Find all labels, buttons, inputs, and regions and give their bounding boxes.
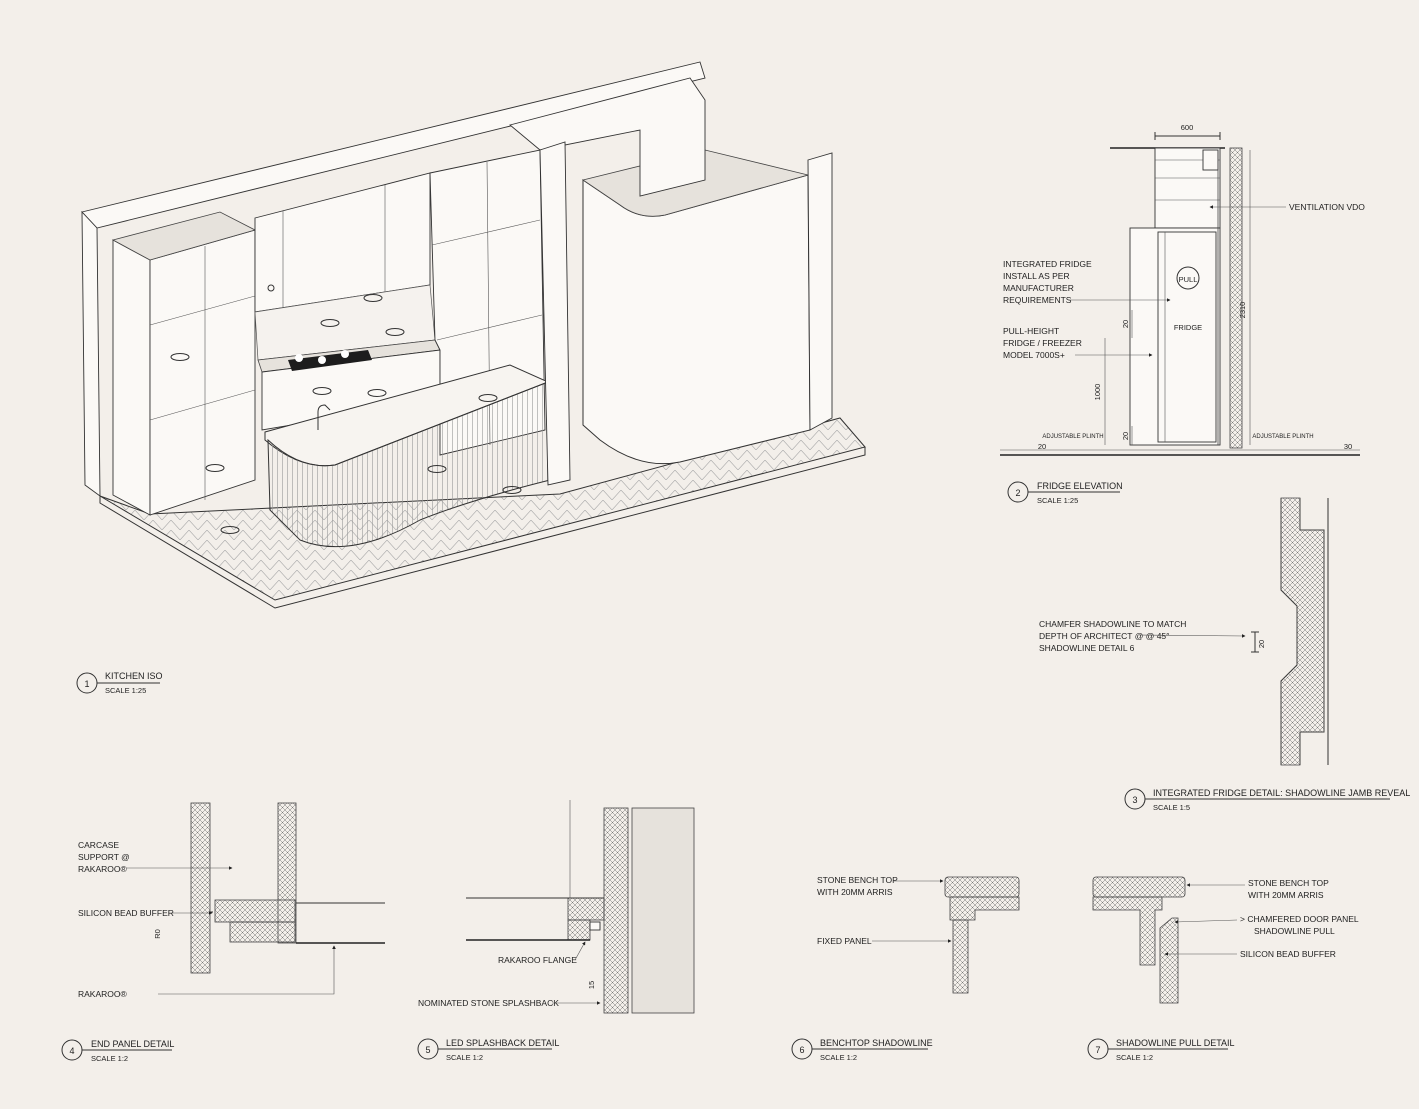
splashback-drawing: RAKAROO FLANGE NOMINATED STONE SPLASHBAC… xyxy=(418,800,695,1014)
end-panel-drawing: CARCASE SUPPORT @ RAKAROO® SILICON BEAD … xyxy=(78,802,385,999)
fridge-integrated-l2-text: INSTALL AS PER xyxy=(1003,271,1070,281)
fridge-dim-1000-text: 1000 xyxy=(1093,384,1102,401)
drawings-d5-scale-text: SCALE 1:2 xyxy=(446,1053,483,1062)
title-block-1: 1 KITCHEN ISO SCALE 1:25 xyxy=(76,671,163,695)
drawings-d1-scale-text: SCALE 1:25 xyxy=(105,686,146,695)
jamb-detail-drawing: 20 CHAMFER SHADOWLINE TO MATCH DEPTH OF … xyxy=(1039,497,1329,766)
iso-right-post xyxy=(807,152,833,431)
fridge-plinth-right-text: ADJUSTABLE PLINTH xyxy=(1252,434,1313,440)
endpanel-carcase-l2-text: SUPPORT @ xyxy=(78,852,130,862)
fridge-pull-l3-text: MODEL 7000S+ xyxy=(1003,350,1065,360)
drawings-d7-title-text: SHADOWLINE PULL DETAIL xyxy=(1116,1038,1235,1048)
shadowline-pull-drawing: STONE BENCH TOP WITH 20MM ARRIS > CHAMFE… xyxy=(1092,876,1359,1004)
drawings-d4-title-text: END PANEL DETAIL xyxy=(91,1039,174,1049)
pull-top-l1-text: STONE BENCH TOP xyxy=(1248,878,1329,888)
fridge-plinth-left-text: ADJUSTABLE PLINTH xyxy=(1042,434,1103,440)
drawings-d5-title-text: LED SPLASHBACK DETAIL xyxy=(446,1038,559,1048)
iso-pantry-front xyxy=(112,239,151,516)
pull-door-l1-text: > CHAMFERED DOOR PANEL xyxy=(1240,914,1359,924)
pull-silicon-text: SILICON BEAD BUFFER xyxy=(1240,949,1336,959)
title-block-5: 5 LED SPLASHBACK DETAIL SCALE 1:2 xyxy=(417,1038,559,1062)
iso-left-post xyxy=(539,141,571,486)
endpanel-rakaroo-text: RAKAROO® xyxy=(78,989,128,999)
drawings-d2-title-text: FRIDGE ELEVATION xyxy=(1037,481,1123,491)
fridge-fridge-label-text: FRIDGE xyxy=(1174,323,1202,332)
fridge-ventilation-text: VENTILATION VDO xyxy=(1289,202,1365,212)
iso-island-body xyxy=(267,381,551,548)
endpanel-carcase-l1-text: CARCASE xyxy=(78,840,119,850)
fridge-dim-width-text: 600 xyxy=(1181,123,1194,132)
iso-pantry-joins xyxy=(149,246,256,500)
fridge-labels: VENTILATION VDO INTEGRATED FRIDGE INSTAL… xyxy=(1003,202,1365,360)
iso-uppers-joins xyxy=(282,185,386,307)
benchtop-shadowline-drawing: STONE BENCH TOP WITH 20MM ARRIS FIXED PA… xyxy=(817,875,1020,994)
fridge-pull-l1-text: PULL-HEIGHT xyxy=(1003,326,1059,336)
iso-floor-edge xyxy=(99,447,866,609)
fridge-dim-20-left-text: 20 xyxy=(1038,442,1046,451)
fridge-dim-height-text: 2310 xyxy=(1238,302,1247,319)
endpanel-silicon-text: SILICON BEAD BUFFER xyxy=(78,908,174,918)
drawings-d3-num-text: 3 xyxy=(1132,795,1137,805)
iso-fridge-enclosure-face xyxy=(582,174,811,465)
drawings-d2-num-text: 2 xyxy=(1015,488,1020,498)
jamb-note-l1-text: CHAMFER SHADOWLINE TO MATCH xyxy=(1039,619,1186,629)
drawings-d6-title-text: BENCHTOP SHADOWLINE xyxy=(820,1038,933,1048)
fridge-pull-badge-text: PULL xyxy=(1179,275,1198,284)
fridge-dims: 600 2310 1000 20 20 20 30 ADJUSTABLE PLI… xyxy=(1038,123,1352,451)
fridge-dim-20b-text: 20 xyxy=(1121,432,1130,440)
jamb-dim-text: 20 xyxy=(1257,640,1266,648)
fridge-integrated-l1-text: INTEGRATED FRIDGE xyxy=(1003,259,1092,269)
drawings-d4-scale-text: SCALE 1:2 xyxy=(91,1054,128,1063)
iso-hotspots xyxy=(170,284,522,534)
drawings-d6-scale-text: SCALE 1:2 xyxy=(820,1053,857,1062)
drawings-d2-scale-text: SCALE 1:25 xyxy=(1037,496,1078,505)
drawings-d3-scale-text: SCALE 1:5 xyxy=(1153,803,1190,812)
fridge-integrated-l4-text: REQUIREMENTS xyxy=(1003,295,1072,305)
drawings-d7-scale-text: SCALE 1:2 xyxy=(1116,1053,1153,1062)
pull-top-l2-text: WITH 20MM ARRIS xyxy=(1248,890,1324,900)
jamb-note-l3-text: SHADOWLINE DETAIL 6 xyxy=(1039,643,1135,653)
title-block-6: 6 BENCHTOP SHADOWLINE SCALE 1:2 xyxy=(791,1038,933,1062)
drawings-d5-num-text: 5 xyxy=(425,1045,430,1055)
drawings-d1-num-text: 1 xyxy=(84,679,89,689)
endpanel-dim-text: R0 xyxy=(153,929,162,939)
title-block-2: 2 FRIDGE ELEVATION SCALE 1:25 xyxy=(1007,481,1123,505)
fridge-elevation-drawing xyxy=(1000,147,1360,456)
drawings-d1-title-text: KITCHEN ISO xyxy=(105,671,163,681)
fridge-pull-l2-text: FRIDGE / FREEZER xyxy=(1003,338,1082,348)
fridge-dim-30-right-text: 30 xyxy=(1344,442,1352,451)
drawings-d4-num-text: 4 xyxy=(69,1046,74,1056)
jamb-note-l2-text: DEPTH OF ARCHITECT @ @ 45° xyxy=(1039,631,1170,641)
splash-stone-text: NOMINATED STONE SPLASHBACK xyxy=(418,998,559,1008)
kitchen-iso-drawing xyxy=(81,61,866,609)
title-block-3: 3 INTEGRATED FRIDGE DETAIL: SHADOWLINE J… xyxy=(1124,788,1410,812)
splash-flange-text: RAKAROO FLANGE xyxy=(498,955,577,965)
drawings-d3-title-text: INTEGRATED FRIDGE DETAIL: SHADOWLINE JAM… xyxy=(1153,788,1410,798)
title-block-7: 7 SHADOWLINE PULL DETAIL SCALE 1:2 xyxy=(1087,1038,1235,1062)
bench-fixed-text: FIXED PANEL xyxy=(817,936,872,946)
endpanel-carcase-l3-text: RAKAROO® xyxy=(78,864,128,874)
title-block-4: 4 END PANEL DETAIL SCALE 1:2 xyxy=(61,1039,174,1063)
bench-top-l1-text: STONE BENCH TOP xyxy=(817,875,898,885)
iso-left-wall xyxy=(81,210,101,497)
iso-tap xyxy=(317,404,331,430)
iso-pantry-face xyxy=(149,229,256,516)
pull-door-l2-text: SHADOWLINE PULL xyxy=(1254,926,1335,936)
bench-top-l2-text: WITH 20MM ARRIS xyxy=(817,887,893,897)
drawings-d6-num-text: 6 xyxy=(799,1045,804,1055)
iso-cooktop xyxy=(288,350,372,371)
fridge-integrated-l3-text: MANUFACTURER xyxy=(1003,283,1074,293)
drawings-d7-num-text: 7 xyxy=(1095,1045,1100,1055)
splash-dim-text: 15 xyxy=(587,981,596,989)
fridge-dim-20a-text: 20 xyxy=(1121,320,1130,328)
iso-fridge-enclosure-top xyxy=(582,149,810,217)
